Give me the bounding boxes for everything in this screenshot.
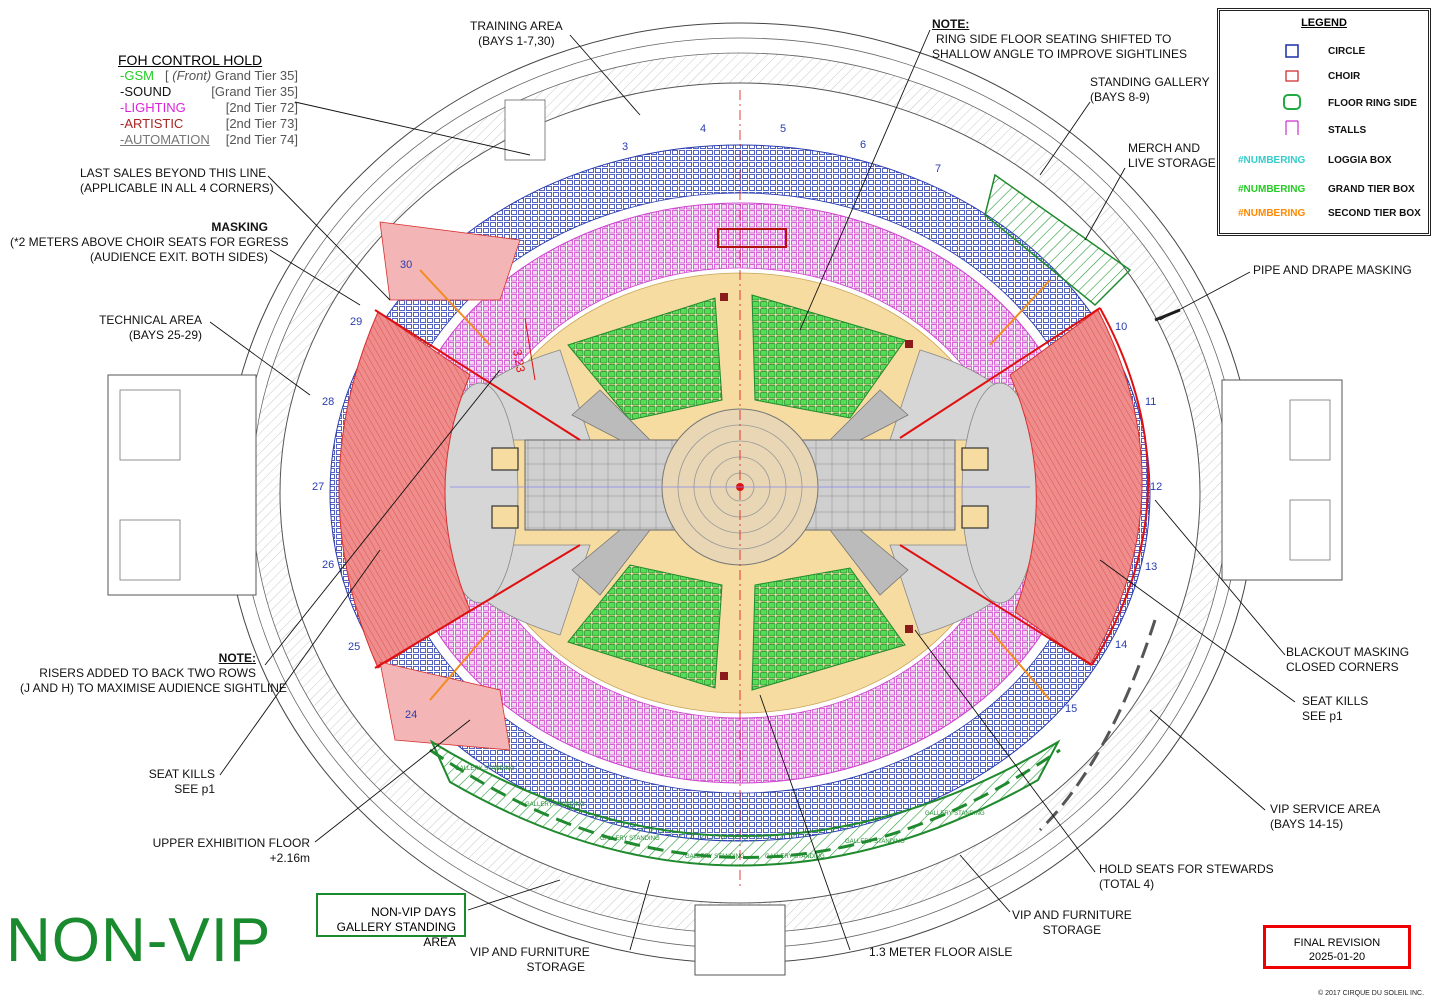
foh-key: -LIGHTING: [120, 100, 186, 115]
foh-value: [2nd Tier 73]: [225, 116, 298, 131]
upper-exhibition-label: UPPER EXHIBITION FLOOR+2.16m: [152, 836, 310, 865]
gallery-tag: GALLERY STANDING: [765, 854, 825, 860]
legend-second: SECOND TIER BOX: [1328, 208, 1421, 219]
floor-swatch: [1283, 94, 1301, 110]
legend-floor: FLOOR RING SIDE: [1328, 98, 1417, 109]
foh-key: -SOUND: [120, 84, 172, 99]
last-sales-label: LAST SALES BEYOND THIS LINE(APPLICABLE I…: [80, 166, 274, 195]
foh-row-lighting: -LIGHTING [2nd Tier 72]: [118, 100, 298, 116]
technical-area-label: TECHNICAL AREA(BAYS 25-29): [99, 313, 202, 342]
legend-num-grand: #NUMBERING: [1238, 184, 1306, 195]
foh-row-gsm: -GSM [ (Front) Grand Tier 35]: [118, 68, 298, 84]
floor-aisle-label: 1.3 METER FLOOR AISLE: [869, 945, 1013, 959]
masking-label: MASKING (*2 METERS ABOVE CHOIR SEATS FOR…: [10, 220, 289, 264]
legend-num-second: #NUMBERING: [1238, 208, 1306, 219]
foh-control-hold: FOH CONTROL HOLD -GSM [ (Front) Grand Ti…: [118, 52, 298, 148]
bay-number: 24: [405, 709, 417, 721]
bay-number: 7: [935, 163, 941, 175]
bay-number: 27: [312, 481, 324, 493]
note-ring-side: NOTE: RING SIDE FLOOR SEATING SHIFTED TO…: [932, 17, 1187, 61]
foh-key: -GSM: [120, 68, 154, 83]
bay-number: 11: [1145, 396, 1156, 408]
foh-value: [2nd Tier 74]: [225, 132, 298, 147]
bay-number: 10: [1115, 321, 1127, 333]
copyright: © 2017 CIRQUE DU SOLEIL INC.: [1318, 990, 1425, 997]
foh-value: [ (Front) Grand Tier 35]: [165, 68, 298, 83]
gallery-tag: GALLERY STANDING: [925, 811, 985, 817]
bay-number: 25: [348, 641, 360, 653]
foh-row-automation: -AUTOMATION [2nd Tier 74]: [118, 132, 298, 148]
legend-circle: CIRCLE: [1328, 46, 1366, 57]
legend-loggia: LOGGIA BOX: [1328, 155, 1392, 166]
gallery-tag: GALLERY STANDING: [600, 836, 660, 842]
foh-value: [Grand Tier 35]: [211, 84, 298, 99]
bay-number: 4: [700, 123, 706, 135]
bay-number: 29: [350, 316, 362, 328]
bay-number: 5: [780, 123, 786, 135]
legend-choir: CHOIR: [1328, 71, 1361, 82]
gallery-tag: GALLERY STANDING: [685, 854, 745, 860]
circle-swatch: [1285, 44, 1299, 58]
hold-seats-label: HOLD SEATS FOR STEWARDS(TOTAL 4): [1099, 862, 1274, 891]
vip-service-label: VIP SERVICE AREA(BAYS 14-15): [1270, 802, 1381, 831]
foh-title: FOH CONTROL HOLD: [118, 52, 263, 68]
gallery-tag: GALLERY STANDING: [525, 802, 585, 808]
bay-number: 14: [1115, 639, 1127, 651]
non-vip-title: NON-VIP: [6, 906, 272, 975]
foh-key: -ARTISTIC: [120, 116, 184, 131]
bay-number: 6: [860, 139, 866, 151]
training-area-label: TRAINING AREA(BAYS 1-7,30): [470, 19, 563, 48]
stalls-swatch: [1285, 120, 1299, 135]
foh-row-artistic: -ARTISTIC [2nd Tier 73]: [118, 116, 298, 132]
bay-number: 26: [322, 559, 334, 571]
bay-number: 3: [622, 141, 628, 153]
bay-number: 13: [1145, 561, 1157, 573]
foh-row-sound: -SOUND [Grand Tier 35]: [118, 84, 298, 100]
legend-swatches: [1283, 44, 1301, 135]
choir-swatch: [1285, 70, 1299, 82]
bay-number: 12: [1150, 481, 1162, 493]
legend-title: LEGEND: [1301, 17, 1347, 29]
bay-number: 30: [400, 259, 412, 271]
legend-grand: GRAND TIER BOX: [1328, 184, 1415, 195]
standing-gallery-label: STANDING GALLERY(BAYS 8-9): [1090, 75, 1210, 104]
bay-number: 28: [322, 396, 334, 408]
dimension-label: 3.23: [510, 348, 528, 374]
pipe-drape-label: PIPE AND DRAPE MASKING: [1253, 263, 1412, 277]
note-risers: NOTE: RISERS ADDED TO BACK TWO ROWS (J A…: [20, 651, 287, 695]
legend-num-loggia: #NUMBERING: [1238, 155, 1306, 166]
gallery-tag: GALLERY STANDING: [455, 766, 515, 772]
foh-value: [2nd Tier 72]: [225, 100, 298, 115]
bay-number: 15: [1065, 703, 1077, 715]
legend-stalls: STALLS: [1328, 125, 1367, 136]
foh-key: -AUTOMATION: [120, 132, 210, 147]
gallery-tag: GALLERY STANDING: [845, 839, 905, 845]
legend: LEGEND CIRCLE CHOIR FLOOR RING SIDE STAL…: [1217, 8, 1431, 236]
